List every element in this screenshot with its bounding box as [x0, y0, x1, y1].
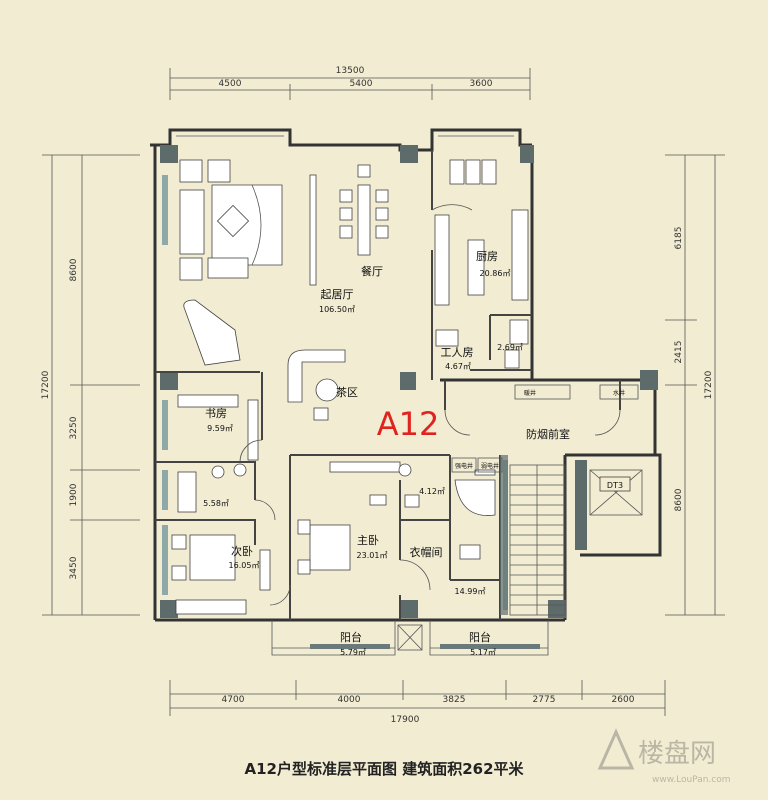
room-master-bath-area: 14.99㎡	[455, 587, 486, 596]
room-balcony2-area: 5.17㎡	[470, 648, 496, 657]
room-kitchen-name: 厨房	[476, 250, 498, 263]
dim-right-2: 2415	[674, 341, 684, 364]
columns	[160, 145, 658, 618]
dim-bottom-total: 17900	[391, 715, 420, 725]
room-bedroom2-area: 16.05㎡	[229, 561, 260, 570]
service-shafts: 暖井 水井 强电井 弱电井	[397, 384, 639, 651]
house-logo-icon	[597, 728, 635, 770]
elevator-label: DT3	[607, 481, 623, 490]
room-bath2-area: 5.58㎡	[203, 499, 229, 508]
room-master-area: 23.01㎡	[357, 551, 388, 560]
dim-left-4: 3450	[69, 556, 79, 579]
shaft-strong-label: 强电井	[455, 462, 473, 470]
room-smoke-lobby-name: 防烟前室	[526, 427, 570, 441]
dim-bottom-4: 2775	[533, 695, 556, 705]
doors	[239, 204, 621, 606]
room-balcony1-area: 5.79㎡	[340, 648, 366, 657]
room-maid-bath-area: 2.69㎡	[497, 343, 523, 352]
dim-top-2: 5400	[350, 79, 373, 89]
loupan-watermark: 楼盘网 www.LouPan.com	[597, 728, 731, 785]
room-balcony2-name: 阳台	[469, 630, 491, 644]
room-master-wc-area: 4.12㎡	[419, 487, 445, 496]
room-living-name: 起居厅	[321, 288, 354, 301]
room-balcony1-name: 阳台	[340, 630, 362, 644]
windows	[162, 175, 540, 649]
room-maid-area: 4.67㎡	[445, 362, 471, 371]
dim-left-3: 1900	[69, 483, 79, 506]
furniture	[171, 159, 529, 615]
dim-right-total: 17200	[704, 370, 714, 399]
shaft-weak-label: 弱电井	[481, 462, 499, 470]
room-study-name: 书房	[205, 407, 227, 420]
room-maid-name: 工人房	[441, 346, 474, 359]
dim-bottom-2: 4000	[338, 695, 361, 705]
watermark-url: www.LouPan.com	[652, 775, 731, 785]
dim-top-3: 3600	[470, 79, 493, 89]
watermark-name: 楼盘网	[638, 739, 716, 769]
room-living-area: 106.50㎡	[319, 305, 355, 314]
dim-left-total: 17200	[41, 370, 51, 399]
dimension-lines	[42, 68, 725, 716]
dim-bottom-1: 4700	[222, 695, 245, 705]
room-tea-name: 茶区	[336, 386, 358, 399]
dim-bottom-3: 3825	[443, 695, 466, 705]
shaft-vent-label: 暖井	[524, 389, 536, 397]
dim-bottom-5: 2600	[612, 695, 635, 705]
room-bedroom2-name: 次卧	[231, 544, 253, 558]
room-dining-name: 餐厅	[361, 264, 383, 278]
dim-top-total: 13500	[336, 66, 365, 76]
unit-label-a12: A12	[377, 405, 440, 443]
staircase	[509, 464, 566, 616]
dimension-labels: 13500 4500 5400 3600 4700 4000 3825 2775…	[41, 66, 714, 725]
room-closet-name: 衣帽间	[410, 545, 443, 559]
room-labels: 起居厅 106.50㎡ 餐厅 厨房 20.86㎡ 工人房 4.67㎡ 2.69㎡…	[203, 250, 570, 657]
dim-left-2: 3250	[69, 416, 79, 439]
dim-right-3: 8600	[674, 488, 684, 511]
shaft-water-label: 水井	[613, 389, 625, 397]
dim-left-1: 8600	[69, 258, 79, 281]
dim-right-1: 6185	[674, 227, 684, 250]
elevator-dt3: DT3	[589, 469, 643, 516]
room-study-area: 9.59㎡	[207, 424, 233, 433]
room-master-name: 主卧	[357, 534, 379, 547]
plan-caption: A12户型标准层平面图 建筑面积262平米	[244, 760, 524, 778]
room-kitchen-area: 20.86㎡	[480, 269, 511, 278]
dim-top-1: 4500	[219, 79, 242, 89]
